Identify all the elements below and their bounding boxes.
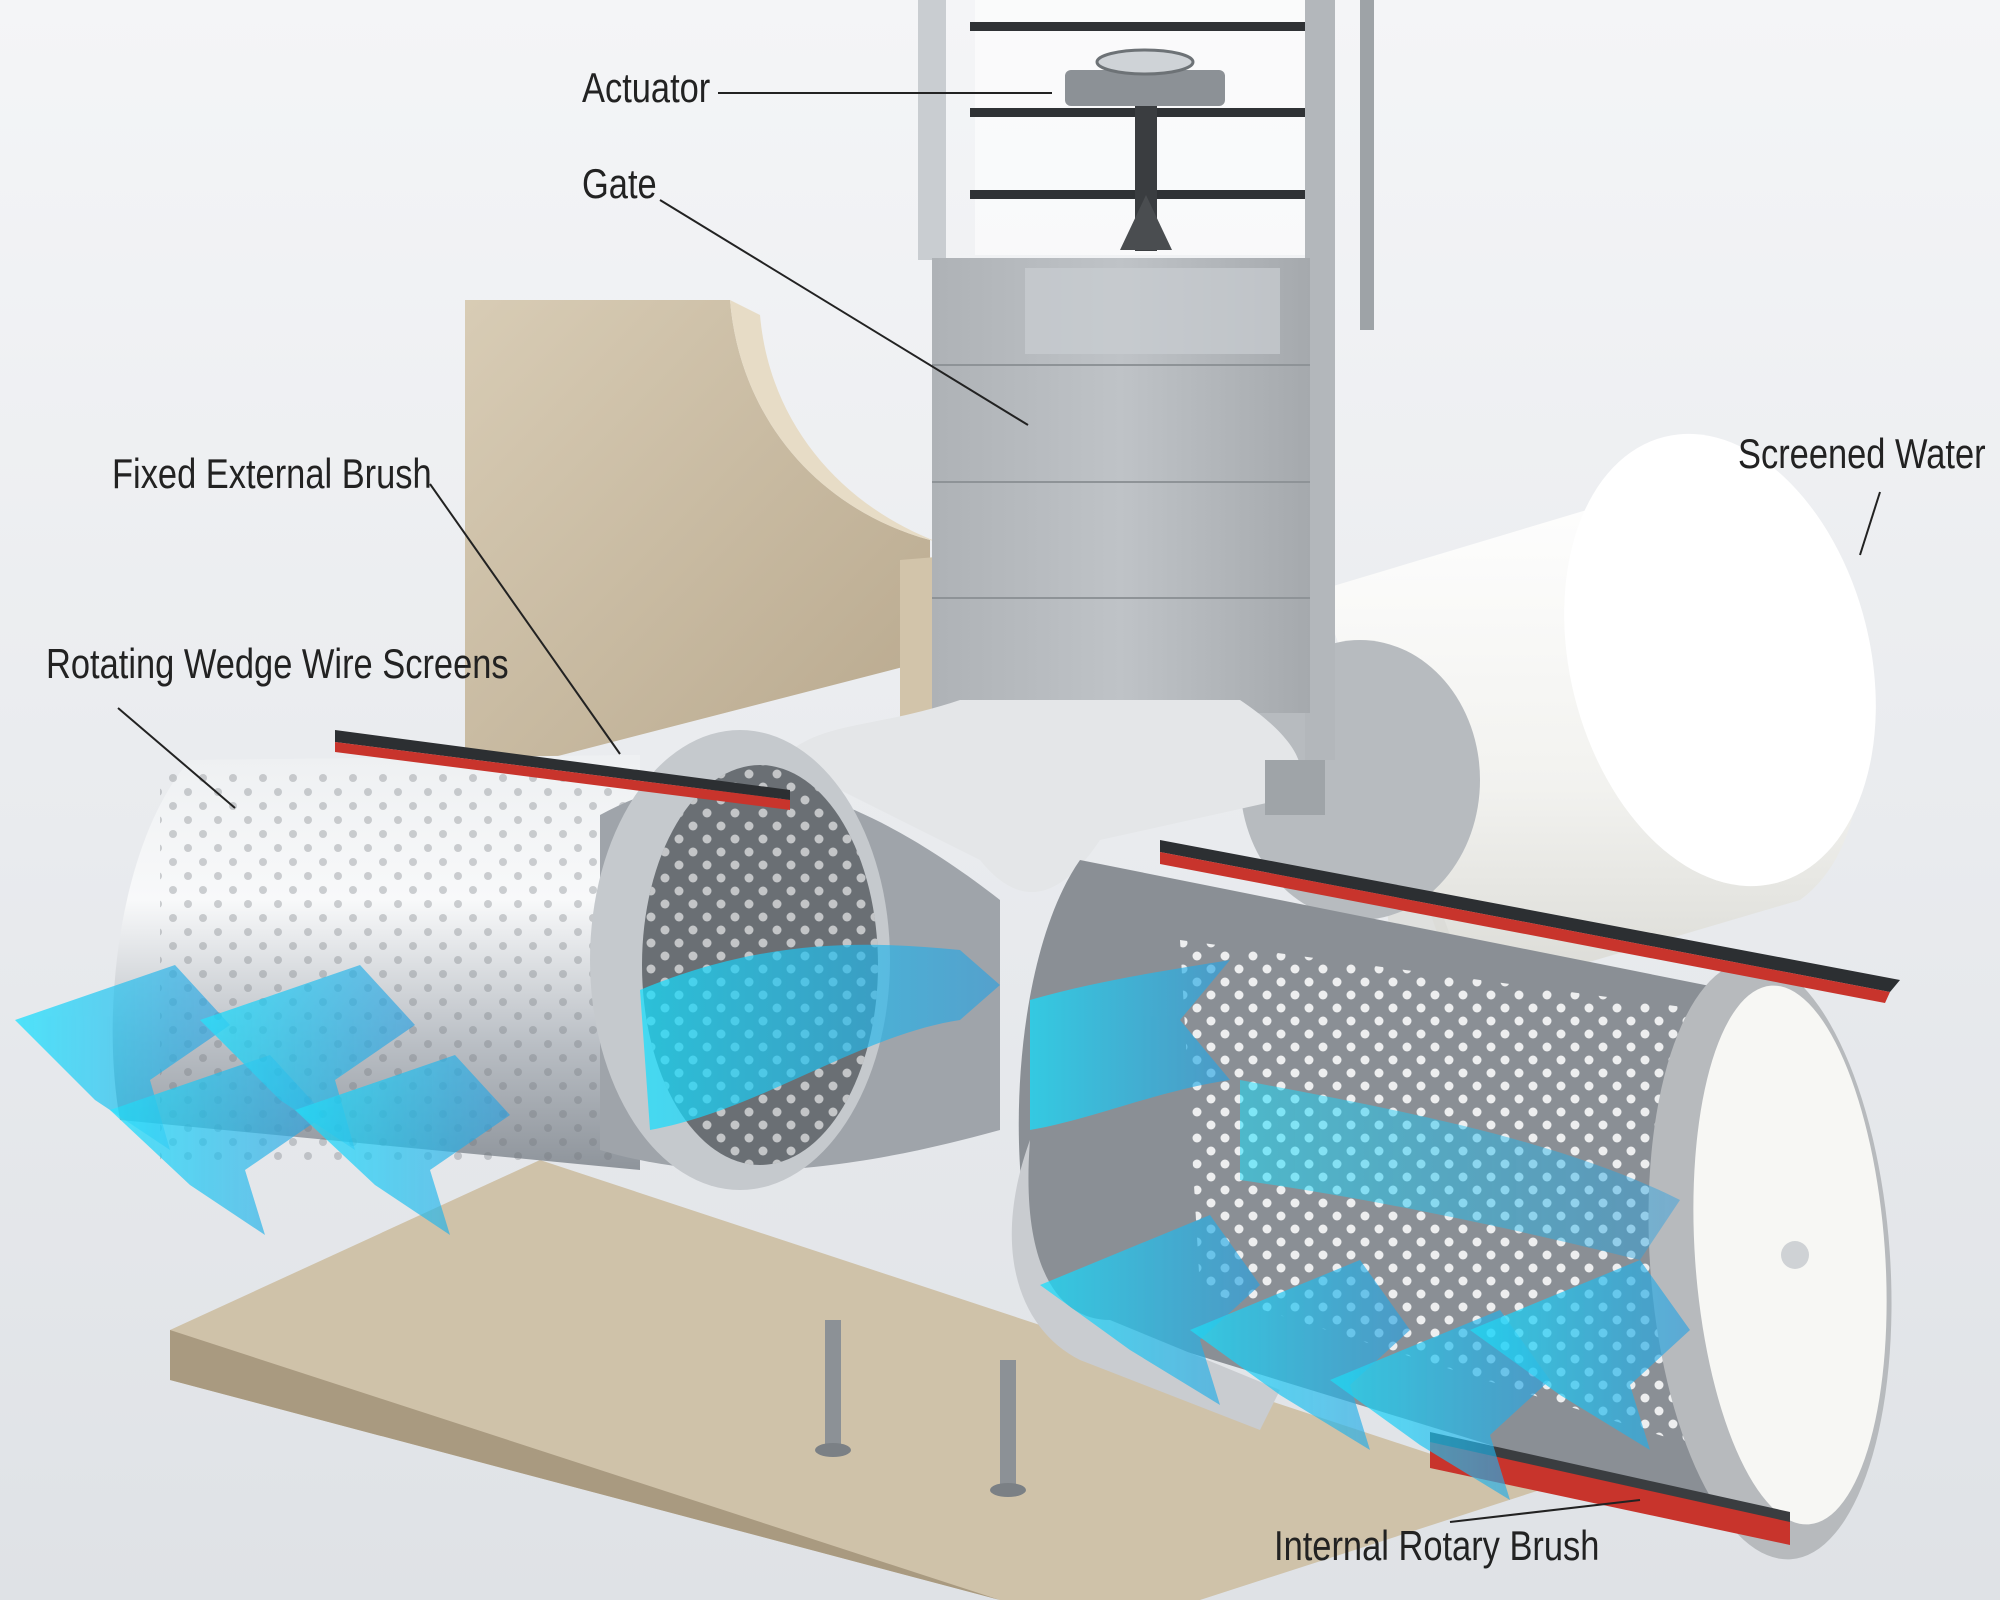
- label-screened-water: Screened Water: [1738, 430, 1986, 477]
- leader-gate: [659, 199, 1029, 426]
- label-fixed-external-brush: Fixed External Brush: [112, 450, 432, 497]
- leader-fixed-external-brush: [429, 483, 621, 755]
- leader-screened-water: [1859, 491, 1881, 556]
- label-internal-rotary-brush: Internal Rotary Brush: [1274, 1522, 1600, 1569]
- support-legs: [815, 1320, 1026, 1497]
- label-gate: Gate: [582, 160, 657, 207]
- internal-rotary-brush: [1430, 1432, 1790, 1545]
- leader-lines: [117, 92, 1881, 1523]
- flow-arrows-right: [1030, 960, 1690, 1500]
- label-actuator: Actuator: [582, 64, 711, 111]
- fixed-external-brush-left: [335, 730, 790, 810]
- concrete-base-slab: [170, 1160, 1540, 1600]
- sluice-gate: [932, 258, 1310, 713]
- flow-arrows-left: [15, 944, 1000, 1235]
- central-manifold: [780, 700, 1325, 893]
- label-rotating-wedge-wire-screens: Rotating Wedge Wire Screens: [46, 640, 509, 687]
- end-cap: [1648, 960, 1892, 1560]
- leader-rotating-screens: [117, 707, 236, 809]
- actuator-assembly: [1065, 48, 1225, 251]
- leader-internal-rotary-brush: [1449, 1499, 1641, 1523]
- fixed-external-brush-right: [1160, 840, 1900, 1003]
